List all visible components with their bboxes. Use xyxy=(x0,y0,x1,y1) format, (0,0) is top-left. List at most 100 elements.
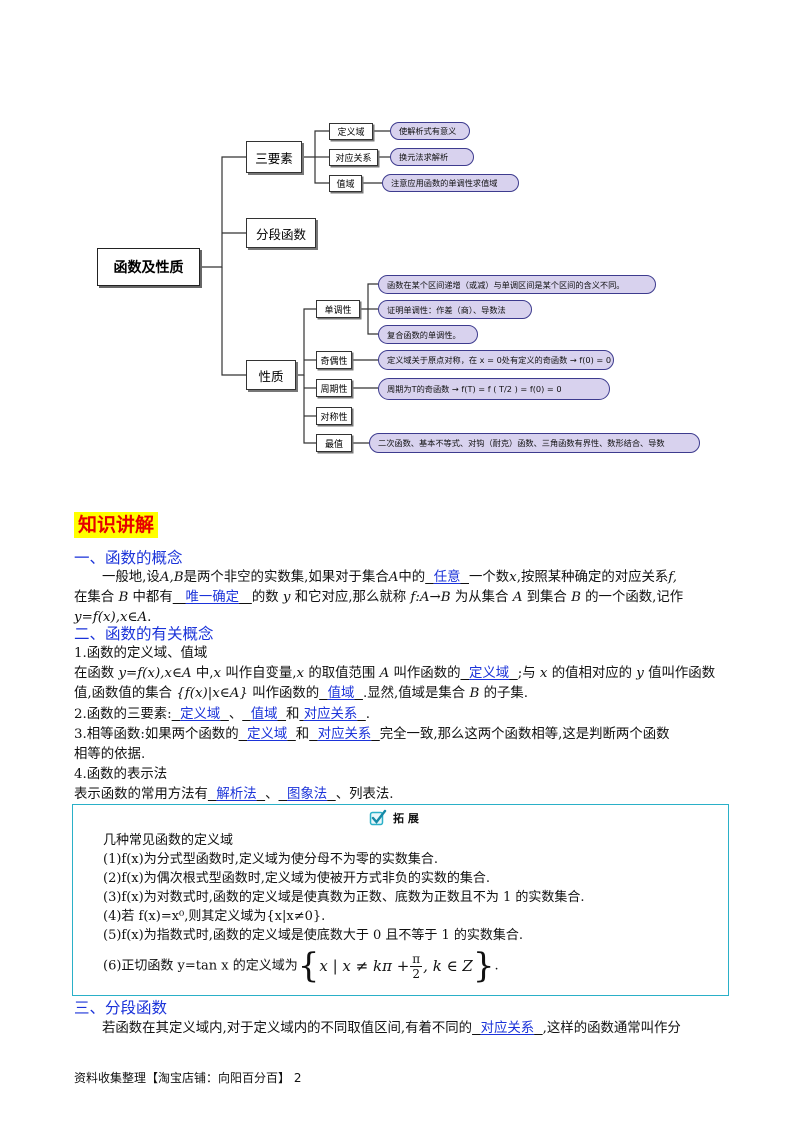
text: ;与 xyxy=(517,666,536,682)
blank-method-1: 解析法 xyxy=(216,787,257,803)
paragraph-function-concept: 一般地,设A,B是两个非空的实数集,如果对于集合A中的 任意 一个数x,按照某种… xyxy=(74,568,726,629)
fraction-numerator: π xyxy=(410,951,423,967)
text: A xyxy=(512,590,523,606)
text: 为从集合 xyxy=(454,590,509,606)
text: B xyxy=(571,590,581,606)
note-mapping: 换元法求解析 xyxy=(390,148,474,166)
text: 2.函数的三要素: xyxy=(74,706,172,722)
blank-piecewise: 对应关系 xyxy=(480,1021,535,1036)
mind-map-connectors xyxy=(200,130,390,444)
blank-unique: 唯一确定 xyxy=(185,590,240,606)
blank-method-2: 图象法 xyxy=(287,787,328,803)
extension-body: 几种常见函数的定义域 (1)f(x)为分式型函数时,定义域为使分母不为零的实数集… xyxy=(103,831,723,983)
text: 的子集. xyxy=(483,686,529,702)
text: 的取值范围 xyxy=(308,666,376,682)
text: 到集合 xyxy=(526,590,567,606)
text: 中, xyxy=(195,666,214,682)
branch-properties: 性质 xyxy=(246,360,296,390)
note-parity: 定义域关于原点对称，在 x = 0处有定义的奇函数 → f(0) = 0 xyxy=(378,350,614,370)
extension-box: 拓 展 几种常见函数的定义域 (1)f(x)为分式型函数时,定义域为使分母不为零… xyxy=(72,804,729,996)
mind-map: 函数及性质 三要素 分段函数 性质 定义域 对应关系 值域 使解析式有意义 换元… xyxy=(0,0,800,470)
text: 是两个非空的实数集,如果对于集合 xyxy=(183,570,389,585)
text: A,B xyxy=(159,570,184,585)
text: 值,函数值的集合 xyxy=(74,686,172,702)
text: 3.相等函数:如果两个函数的 xyxy=(74,726,239,742)
text: x | x ≠ kπ + xyxy=(319,956,410,975)
branch-three-elements: 三要素 xyxy=(246,141,302,173)
text: 和 xyxy=(295,726,310,742)
extension-item-3: (3)f(x)为对数式时,函数的定义域是使真数为正数、底数为正数且不为 1 的实… xyxy=(103,890,585,905)
note-monotonic-2: 证明单调性：作差（商）、导数法 xyxy=(378,300,532,319)
text: 和它对应,那么就称 xyxy=(294,590,407,606)
heading-piecewise: 三、分段函数 xyxy=(74,999,168,1017)
text: . xyxy=(365,706,371,722)
page-footer: 资料收集整理【淘宝店铺：向阳百分百】 2 xyxy=(74,1071,302,1085)
node-periodicity: 周期性 xyxy=(316,379,352,397)
blank-equal-1: 定义域 xyxy=(247,726,288,742)
text: A xyxy=(379,666,390,682)
text: (6)正切函数 y=tan x 的定义域为 xyxy=(103,958,298,974)
note-domain: 使解析式有意义 xyxy=(390,122,470,140)
text: y=f(x),x∈A xyxy=(74,610,148,626)
extension-item-1: (1)f(x)为分式型函数时,定义域为使分母不为零的实数集合. xyxy=(103,852,438,867)
extension-item-4: (4)若 f(x)=x⁰,则其定义域为{x|x≠0}. xyxy=(103,909,326,924)
text: 和 xyxy=(286,706,300,722)
text: 的一个函数,记作 xyxy=(585,590,684,606)
text: f, xyxy=(668,570,678,585)
text: 若函数在其定义域内,对于定义域内的不同取值区间,有着不同的 xyxy=(102,1021,473,1036)
text: 一个数 xyxy=(469,570,510,585)
note-extrema: 二次函数、基本不等式、对钩（耐克）函数、三角函数有界性、数形结合、导数 xyxy=(369,433,700,453)
mindmap-root: 函数及性质 xyxy=(97,248,200,286)
text: . xyxy=(494,958,499,974)
paragraph-piecewise: 若函数在其定义域内,对于定义域内的不同取值区间,有着不同的 对应关系 ,这样的函… xyxy=(74,1019,726,1039)
node-mapping: 对应关系 xyxy=(329,149,378,166)
text: A xyxy=(388,570,399,585)
text: 叫作函数的 xyxy=(393,666,461,682)
text: B xyxy=(118,590,129,606)
note-monotonic-1: 函数在某个区间递增（或减）与单调区间是某个区间的含义不同。 xyxy=(378,275,656,294)
text: 的值相对应的 xyxy=(551,666,633,682)
text: x xyxy=(213,666,222,682)
extension-item-5: (5)f(x)为指数式时,函数的定义域是使底数大于 0 且不等于 1 的实数集合… xyxy=(103,928,524,943)
branch-piecewise: 分段函数 xyxy=(246,218,316,248)
extension-item-2: (2)f(x)为偶次根式型函数时,定义域为使被开方式非负的实数的集合. xyxy=(103,871,490,886)
text: 中都有 xyxy=(132,590,173,606)
blank-element-1: 定义域 xyxy=(180,706,221,722)
text: ,按照某种确定的对应关系 xyxy=(516,570,669,585)
text: y xyxy=(282,590,291,606)
text: 相等的依据. xyxy=(74,747,146,763)
note-range: 注意应用函数的单调性求值域 xyxy=(382,174,519,192)
text: 值叫作函数 xyxy=(648,666,716,682)
text: 在函数 xyxy=(74,666,115,682)
text: 的数 xyxy=(251,590,279,606)
text: x xyxy=(509,570,517,585)
node-extrema: 最值 xyxy=(316,434,352,452)
text: 完全一致,那么这两个函数相等,这是判断两个函数 xyxy=(379,726,670,742)
text: x xyxy=(539,666,548,682)
subheading-representation: 4.函数的表示法 xyxy=(74,767,168,783)
node-monotonicity: 单调性 xyxy=(316,300,360,318)
blank-equal-2: 对应关系 xyxy=(317,726,372,742)
text: x xyxy=(296,666,305,682)
node-range: 值域 xyxy=(329,175,362,192)
text: 一般地,设 xyxy=(102,570,160,585)
note-monotonic-3: 复合函数的单调性。 xyxy=(378,325,478,344)
text: {f(x)|x∈A} xyxy=(176,686,248,702)
text: f:A→B xyxy=(410,590,451,606)
blank-range: 值域 xyxy=(327,686,355,702)
blank-element-2: 值域 xyxy=(250,706,278,722)
text: 、列表法. xyxy=(335,787,394,803)
fraction-denominator: 2 xyxy=(412,966,421,981)
text: . xyxy=(147,610,152,626)
subheading-domain-range: 1.函数的定义域、值域 xyxy=(74,646,208,661)
text: 、 xyxy=(228,706,243,722)
extension-header: 拓 展 xyxy=(369,807,429,829)
blank-any: 任意 xyxy=(433,570,461,585)
blank-element-3: 对应关系 xyxy=(303,706,358,722)
heading-related-concepts: 二、函数的有关概念 xyxy=(74,625,214,643)
node-parity: 奇偶性 xyxy=(316,351,352,369)
heading-function-concept: 一、函数的概念 xyxy=(74,549,183,567)
